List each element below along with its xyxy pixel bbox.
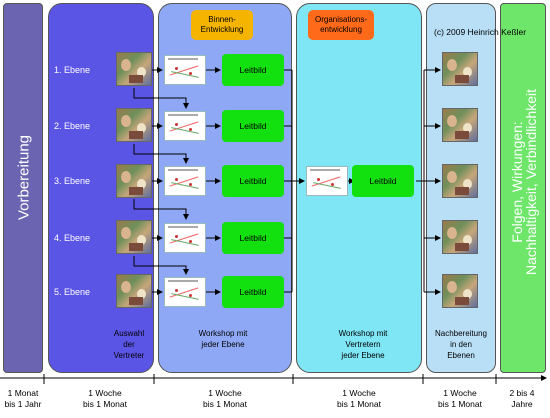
phase-folgen: Folgen, Wirkungen: Nachhaltigkeit, Verbi… bbox=[500, 3, 546, 373]
timeline-1-line1: 1 Woche bbox=[88, 388, 122, 398]
workshop-document-level-1 bbox=[164, 55, 206, 85]
timeline-5-line1: 2 bis 4 bbox=[509, 388, 535, 398]
leitbild-box-level-1: Leitbild bbox=[222, 54, 284, 86]
nach-caption-line2: in den bbox=[450, 340, 472, 349]
timeline-label-vorbereitung: 1 Monat bis 1 Jahr bbox=[0, 388, 46, 410]
timeline-label-auswahl: 1 Woche bis 1 Monat bbox=[72, 388, 138, 410]
org-tag-line2: entwicklung bbox=[320, 25, 362, 34]
org-caption-line1: Workshop mit bbox=[338, 329, 388, 338]
group-photo-level-2 bbox=[116, 108, 152, 142]
timeline-2-line2: bis 1 Monat bbox=[203, 399, 247, 409]
org-caption-line3: jeder Ebene bbox=[341, 351, 385, 360]
binnen-caption: Workshop mit jeder Ebene bbox=[178, 328, 268, 350]
timeline-label-folgen: 2 bis 4 Jahre bbox=[502, 388, 542, 410]
organisationsentwicklung-tag: Organisations- entwicklung bbox=[308, 10, 374, 40]
workshop-document-level-4 bbox=[164, 223, 206, 253]
group-photo-level-4 bbox=[116, 220, 152, 254]
group-photo-level-5 bbox=[116, 274, 152, 308]
result-photo-level-2 bbox=[442, 108, 478, 142]
timeline-4-line2: bis 1 Monat bbox=[438, 399, 482, 409]
phase-vorbereitung: Vorbereitung bbox=[3, 3, 43, 373]
binnen-tag-line2: Entwicklung bbox=[200, 25, 244, 34]
organisation-caption: Workshop mit Vertretern jeder Ebene bbox=[318, 328, 408, 361]
binnen-caption-line1: Workshop mit bbox=[198, 329, 248, 338]
leitbild-box-level-5: Leitbild bbox=[222, 276, 284, 308]
timeline-label-nachbereitung: 1 Woche bis 1 Monat bbox=[424, 388, 496, 410]
nach-caption-line3: Ebenen bbox=[447, 351, 475, 360]
leitbild-box-level-3: Leitbild bbox=[222, 165, 284, 197]
binnen-entwicklung-tag: Binnen- Entwicklung bbox=[191, 10, 253, 40]
timeline-3-line2: bis 1 Monat bbox=[337, 399, 381, 409]
level-label-3: 3. Ebene bbox=[54, 176, 91, 186]
timeline-0-line1: 1 Monat bbox=[7, 388, 39, 398]
level-label-2: 2. Ebene bbox=[54, 121, 91, 131]
binnen-tag-line1: Binnen- bbox=[208, 15, 236, 24]
auswahl-caption-line1: Auswahl bbox=[113, 329, 145, 338]
folgen-line2: Nachhaltigkeit, Verbindlichkeit bbox=[523, 89, 539, 275]
nachbereitung-caption: Nachbereitung in den Ebenen bbox=[426, 328, 496, 361]
result-photo-level-1 bbox=[442, 52, 478, 86]
timeline-1-line2: bis 1 Monat bbox=[83, 399, 127, 409]
timeline-2-line1: 1 Woche bbox=[208, 388, 242, 398]
level-label-1: 1. Ebene bbox=[54, 65, 91, 75]
auswahl-caption-line3: Vertreter bbox=[113, 351, 145, 360]
timeline-4-line1: 1 Woche bbox=[443, 388, 477, 398]
timeline-5-line2: Jahre bbox=[511, 399, 533, 409]
org-workshop-document bbox=[306, 166, 348, 196]
binnen-caption-line2: jeder Ebene bbox=[201, 340, 245, 349]
leitbild-box-organisation: Leitbild bbox=[352, 165, 414, 197]
auswahl-caption-line2: der bbox=[123, 340, 135, 349]
copyright-text: (c) 2009 Heinrich Keßler bbox=[434, 27, 527, 37]
group-photo-level-3 bbox=[116, 164, 152, 198]
leitbild-box-level-2: Leitbild bbox=[222, 110, 284, 142]
result-photo-level-3 bbox=[442, 164, 478, 198]
leitbild-box-level-4: Leitbild bbox=[222, 222, 284, 254]
workshop-document-level-5 bbox=[164, 277, 206, 307]
org-tag-line1: Organisations- bbox=[314, 15, 368, 24]
result-photo-level-5 bbox=[442, 274, 478, 308]
level-label-4: 4. Ebene bbox=[54, 233, 91, 243]
nach-caption-line1: Nachbereitung bbox=[434, 329, 488, 338]
timeline-0-line2: bis 1 Jahr bbox=[4, 399, 42, 409]
vorbereitung-title: Vorbereitung bbox=[15, 134, 33, 221]
timeline-3-line1: 1 Woche bbox=[342, 388, 376, 398]
org-caption-line2: Vertretern bbox=[345, 340, 381, 349]
workshop-document-level-3 bbox=[164, 166, 206, 196]
result-photo-level-4 bbox=[442, 220, 478, 254]
timeline-label-binnen: 1 Woche bis 1 Monat bbox=[190, 388, 260, 410]
level-label-5: 5. Ebene bbox=[54, 287, 91, 297]
group-photo-level-1 bbox=[116, 52, 152, 86]
workshop-document-level-2 bbox=[164, 111, 206, 141]
timeline-label-organisation: 1 Woche bis 1 Monat bbox=[324, 388, 394, 410]
auswahl-caption: Auswahl der Vertreter bbox=[104, 328, 154, 361]
